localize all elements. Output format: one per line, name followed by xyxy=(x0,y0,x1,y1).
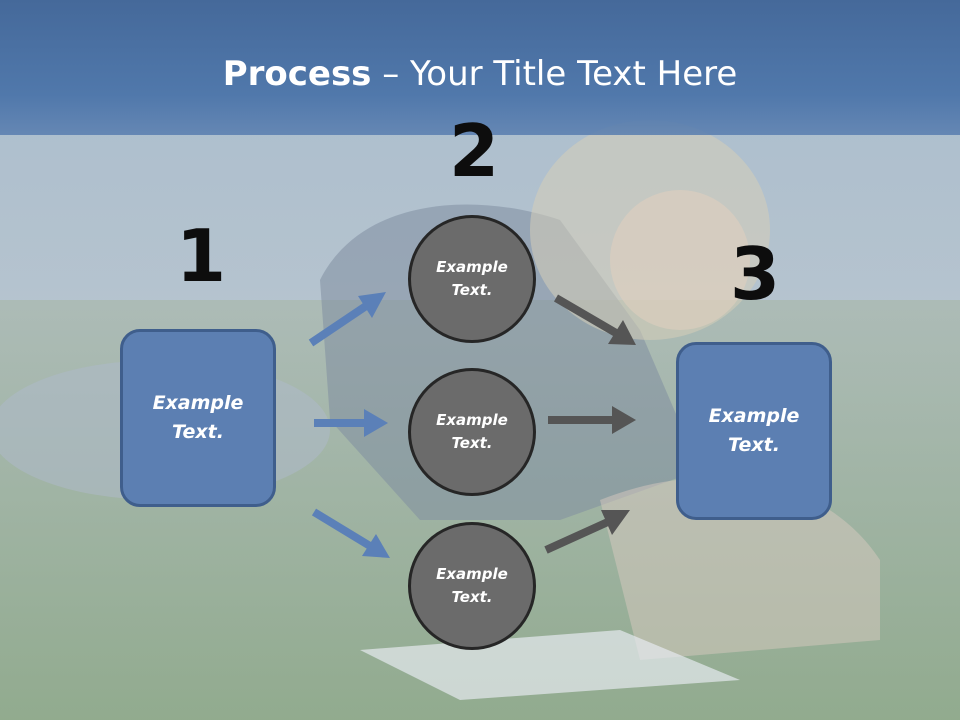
arrow-gray-down-icon xyxy=(553,294,636,345)
title-rest: – Your Title Text Here xyxy=(371,54,738,94)
left-box-label: Example Text. xyxy=(152,392,244,443)
top-process-circle: Example Text. xyxy=(408,215,536,343)
bottom-circle-label: Example Text. xyxy=(436,565,508,606)
top-circle-label: Example Text. xyxy=(436,258,508,299)
arrow-blue-up-icon xyxy=(308,292,386,347)
arrow-gray-up-icon xyxy=(544,510,630,554)
middle-process-circle: Example Text. xyxy=(408,368,536,496)
slide-title: Process – Your Title Text Here xyxy=(0,54,960,94)
step-number-2: 2 xyxy=(449,109,500,193)
step-number-3: 3 xyxy=(730,232,781,316)
right-process-box: Example Text. xyxy=(676,342,832,520)
arrow-blue-down-icon xyxy=(311,508,390,558)
right-box-label: Example Text. xyxy=(708,405,800,456)
title-bold: Process xyxy=(222,54,372,94)
arrow-gray-right-icon xyxy=(548,406,636,434)
step-number-1: 1 xyxy=(176,214,227,298)
left-process-box: Example Text. xyxy=(120,329,276,507)
arrow-blue-right-icon xyxy=(314,409,388,437)
title-band xyxy=(0,0,960,135)
middle-circle-label: Example Text. xyxy=(436,411,508,452)
bottom-process-circle: Example Text. xyxy=(408,522,536,650)
